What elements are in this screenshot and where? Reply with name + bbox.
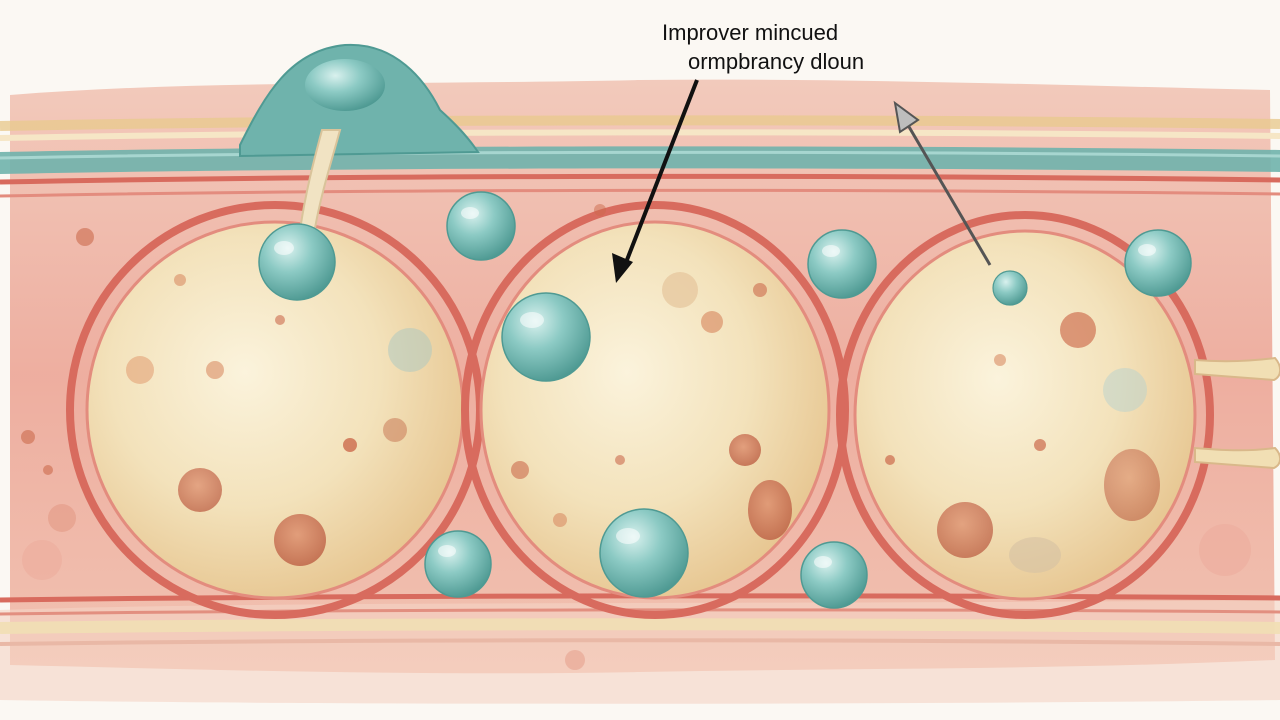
annotation-arrow-gray <box>893 100 992 266</box>
right-protrusions <box>1194 356 1280 470</box>
annotation-label-line-1: Improver mincued <box>662 20 839 45</box>
stalked-bead <box>239 43 480 301</box>
fiber-layer-top <box>0 115 1280 141</box>
tissue-spots <box>21 204 1257 670</box>
wall-lines-top <box>0 173 1280 198</box>
annotation-label-line-2: ormpbrancy dloun <box>688 49 865 74</box>
annotation-arrow-black <box>612 79 699 283</box>
cell-right <box>836 211 1214 619</box>
teal-beads <box>424 191 1192 609</box>
